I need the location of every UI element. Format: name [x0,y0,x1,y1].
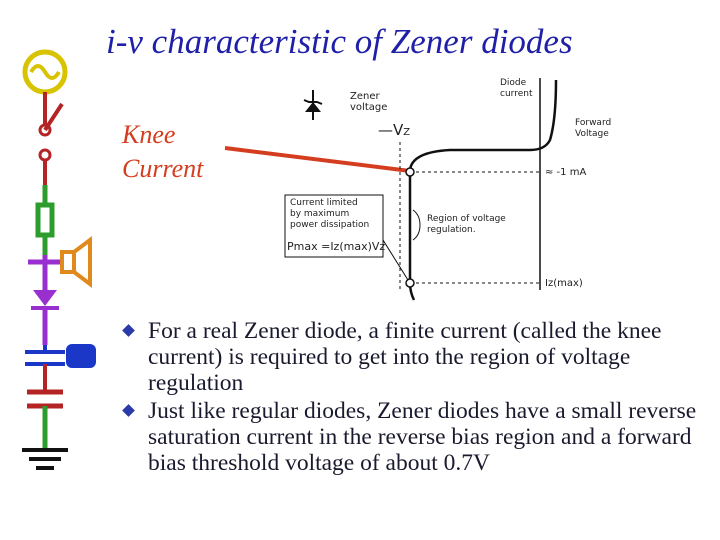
bullet-marker-icon [122,324,135,337]
vz-label: —VZ [378,121,411,139]
regulation-region-bracket [412,209,421,241]
bullet-text: For a real Zener diode, a finite current… [148,318,662,396]
diode-current-label: Diode current [500,78,533,99]
bullet-marker-icon [122,404,135,417]
switch-icon [38,92,64,185]
capacitor-icon [27,389,63,430]
slide-title: i-v characteristic of Zener diodes [106,22,573,61]
reverse-breakdown-curve [408,170,416,301]
iz-max-point-marker [405,278,415,288]
zener-voltage-label: Zener voltage [350,91,388,113]
bullet-item: Just like regular diodes, Zener diodes h… [120,398,710,476]
iv-curve [408,79,558,171]
regulation-region-label: Region of voltage regulation. [427,214,506,235]
power-box-pointer [382,239,409,281]
decorative-circuit-strip [22,49,96,470]
forward-voltage-label: Forward Voltage [575,118,612,139]
knee-pointer-arrow [224,146,411,173]
knee-point-marker [405,167,415,177]
fuse-icon [35,185,55,255]
speaker-icon [28,236,92,288]
bullet-item: For a real Zener diode, a finite current… [120,318,710,396]
current-limited-label: Current limited by maximum power dissipa… [290,198,370,230]
zener-diode-symbol [303,90,323,120]
knee-label-line2: Current [122,154,204,183]
battery-icon [25,344,96,390]
bullet-text: Just like regular diodes, Zener diodes h… [148,398,697,476]
ac-source-icon [22,49,68,95]
knee-current-label: Knee Current [122,118,203,186]
ground-icon [22,430,68,470]
bullet-list: For a real Zener diode, a finite current… [120,318,710,478]
diode-icon [31,262,59,345]
one-ma-label: ≈ -1 mA [545,167,587,178]
iz-max-label: Iz(max) [545,278,583,289]
knee-label-line1: Knee [122,120,176,149]
pmax-formula: Pmax =Iz(max)Vz [287,240,386,253]
